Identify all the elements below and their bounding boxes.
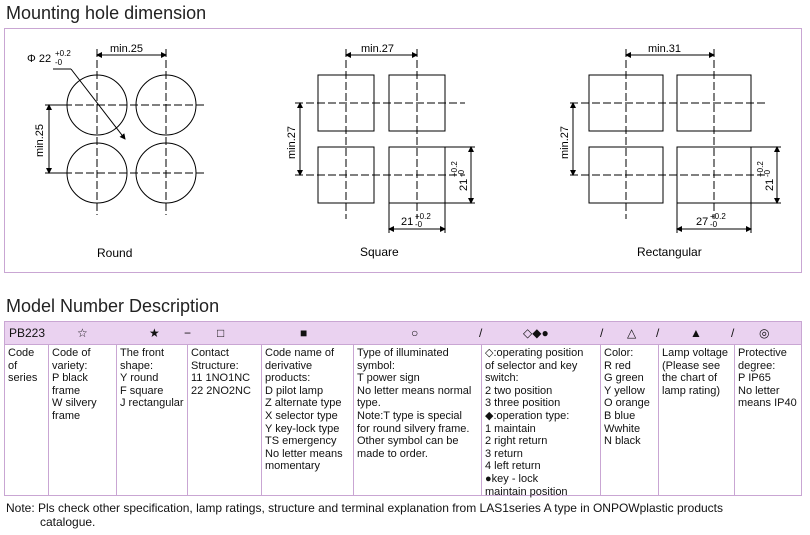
- code-dash: −: [184, 326, 192, 340]
- round-tol-minus: -0: [55, 58, 63, 67]
- square-height-tol-plus: +0.2: [450, 161, 459, 177]
- round-hole-pattern: [45, 49, 205, 215]
- square-width: 21: [401, 216, 413, 228]
- mounting-diagram-panel: min.25 min.25 Φ 22 +0.2 -0 Round min.27 …: [4, 28, 802, 273]
- col-symbol: Type of illuminated symbol: T power sign…: [354, 344, 482, 496]
- code-triangle-outline: △: [627, 326, 637, 340]
- square-spacing-h: min.27: [361, 43, 394, 55]
- round-label: Round: [97, 246, 132, 260]
- code-star-solid: ★: [149, 326, 160, 340]
- col-lamp-voltage: Lamp voltage (Please see the chart of la…: [659, 344, 735, 496]
- code-circle-outline: ○: [411, 326, 419, 340]
- footnote: Note: Pls check other specification, lam…: [6, 501, 723, 515]
- round-spacing-v: min.25: [34, 124, 46, 157]
- rect-width-tol-plus: +0.2: [710, 212, 726, 221]
- rect-width: 27: [696, 216, 708, 228]
- mounting-title: Mounting hole dimension: [6, 3, 207, 23]
- code-square-solid: ■: [300, 326, 308, 340]
- rect-height-tol-plus: +0.2: [756, 161, 765, 177]
- col-variety: Code of variety: P black frame W silvery…: [49, 344, 117, 496]
- col-protection: Protective degree: P IP65 No letter mean…: [738, 347, 797, 410]
- code-slash-3: /: [656, 326, 660, 340]
- code-series: PB223: [9, 326, 46, 340]
- code-square-outline: □: [217, 326, 225, 340]
- model-title: Model Number Description: [6, 296, 220, 316]
- round-tol-plus: +0.2: [55, 49, 71, 58]
- square-label: Square: [360, 245, 399, 259]
- code-triangle-solid: ▲: [690, 326, 702, 340]
- code-slash-1: /: [479, 326, 483, 340]
- rect-width-tol-minus: -0: [710, 220, 718, 229]
- square-height: 21: [458, 179, 470, 191]
- rect-height: 21: [764, 179, 776, 191]
- rectangular-hole-pattern: [570, 49, 781, 233]
- square-spacing-v: min.27: [286, 126, 298, 159]
- model-code-row: PB223 ☆ ★ − □ ■ ○ / ◇◆● / △ / ▲ / ◎: [5, 322, 801, 345]
- code-diamonds: ◇◆●: [523, 326, 549, 340]
- model-table: PB223 ☆ ★ − □ ■ ○ / ◇◆● / △ / ▲ / ◎ Code…: [4, 321, 802, 498]
- code-star-outline: ☆: [77, 326, 88, 340]
- col-derivative: Code name of derivative products: D pilo…: [262, 344, 354, 496]
- rect-spacing-h: min.31: [648, 43, 681, 55]
- rect-height-tol-minus: -0: [763, 169, 772, 177]
- col-front-shape: The front shape: Y round F square J rect…: [117, 344, 188, 496]
- col-series: Code of series: [5, 344, 49, 496]
- square-width-tol-minus: -0: [415, 220, 423, 229]
- mounting-diagram: min.25 min.25 Φ 22 +0.2 -0 Round min.27 …: [27, 43, 781, 260]
- col-operating: ◇:operating position of selector and key…: [482, 344, 601, 498]
- round-diameter: Φ 22: [27, 53, 51, 65]
- rect-label: Rectangular: [637, 245, 702, 259]
- footnote-continued: catalogue.: [40, 515, 96, 529]
- square-hole-pattern: [295, 49, 475, 233]
- square-height-tol-minus: -0: [457, 169, 466, 177]
- col-contact: Contact Structure: 11 1NO1NC 22 2NO2NC: [188, 344, 262, 496]
- code-circle-double: ◎: [759, 326, 770, 340]
- code-slash-2: /: [600, 326, 604, 340]
- code-slash-4: /: [731, 326, 735, 340]
- square-width-tol-plus: +0.2: [415, 212, 431, 221]
- round-spacing-h: min.25: [110, 43, 143, 55]
- col-color: Color: R red G green Y yellow O orange B…: [601, 344, 659, 496]
- rect-spacing-v: min.27: [559, 126, 571, 159]
